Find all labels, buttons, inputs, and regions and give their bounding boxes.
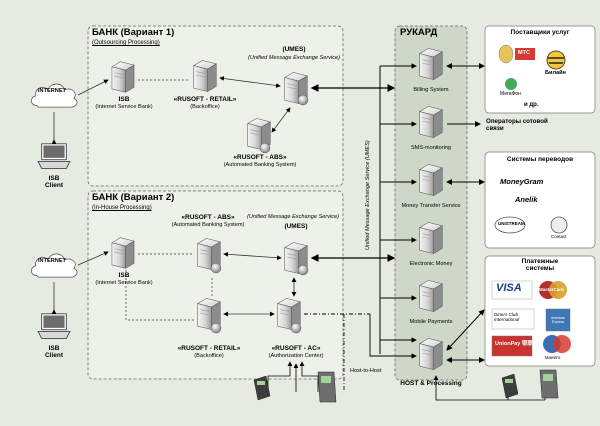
mastercard-label: MasterCard: [539, 287, 564, 292]
mobile-payments-server: [419, 280, 443, 312]
moneygram-logo: [495, 175, 583, 191]
moneygram-label: MoneyGram: [500, 177, 544, 186]
anelik-logo: [495, 193, 583, 209]
billing-server: [419, 48, 443, 80]
ac-name: «RUSOFT - AC»: [271, 345, 321, 352]
node-electronic-money: Electronic Money: [409, 261, 453, 267]
rucard-panel: [394, 25, 468, 381]
mastercard-logo: [549, 281, 567, 299]
unionpay-logo: [491, 335, 533, 357]
node-billing: Billing System: [413, 87, 449, 93]
sms-server: [419, 106, 443, 138]
abs-desc-1: (Automated Banking System): [223, 162, 297, 168]
transfers-title: Системы переводов: [506, 156, 574, 163]
pos-terminal-icon-2: [501, 373, 519, 399]
isb-client-label-2: ISB Client: [44, 345, 64, 359]
money-transfer-server: [419, 164, 443, 196]
bank1-title: БАНК (Вариант 1): [92, 27, 175, 38]
visa-label: VISA: [496, 282, 522, 294]
internet-label-2: INTERNET: [38, 258, 66, 264]
retail-name-2: «RUSOFT - RETAIL»: [177, 345, 241, 352]
mts-logo: [498, 44, 535, 64]
umes-name-1: (UMES): [282, 46, 306, 53]
pos-terminal-icon-1: [253, 375, 271, 401]
mobile-operators-label: Операторы сотовой связи: [486, 118, 548, 132]
isb-desc-1: (Internet Service Bank): [95, 104, 153, 110]
visa-logo: [491, 280, 533, 300]
bank1-panel: [87, 25, 344, 187]
abs-desc-2: (Automated Banking System): [171, 222, 245, 228]
beeline-label: Билайн: [545, 70, 566, 76]
diners-logo: [491, 308, 535, 330]
rucard-umes-vertical: Unified Message Exchange Service (UMES): [365, 140, 371, 250]
abs-name-1: «RUSOFT - ABS»: [233, 154, 287, 161]
diners-label: Diners Club International: [494, 312, 520, 322]
unistream-label: UNISTREAM: [498, 221, 525, 226]
umes-desc-2: (Unified Message Exchange Service): [246, 214, 340, 220]
isb-name-1: ISB: [118, 96, 130, 103]
unionpay-label: UnionPay 银联: [495, 341, 533, 347]
isb-server-2: [111, 237, 135, 269]
retail-name-1: «RUSOFT - RETAIL»: [173, 96, 237, 103]
mts-label: МТС: [518, 50, 530, 56]
atm-icon-2: [539, 369, 559, 399]
bank1-subtitle: (Outsourcing Processing): [92, 40, 160, 46]
isb-client-laptop-1: [37, 143, 71, 169]
node-money-transfer: Money Transfer Service: [401, 203, 461, 209]
isb-desc-2: (Internet Service Bank): [95, 280, 153, 286]
umes-name-2: (UMES): [284, 223, 308, 230]
isb-server-1: [111, 61, 135, 93]
retail-desc-2: (Backoffice): [194, 353, 224, 359]
electronic-money-server: [419, 222, 443, 254]
atm-icon-1: [317, 371, 337, 403]
contact-logo: [550, 216, 568, 234]
contact-label: Contact: [551, 234, 567, 239]
anelik-label: Anelik: [515, 195, 538, 204]
node-host-processing: HOST & Processing: [400, 380, 462, 387]
node-sms: SMS-monitoring: [410, 145, 452, 151]
amex-label: American Express: [550, 316, 566, 324]
retail-desc-1: (Backoffice): [190, 104, 220, 110]
ac-desc: (Authorization Center): [268, 353, 324, 359]
bank2-title: БАНК (Вариант 2): [92, 192, 175, 203]
node-mobile-payments: Mobile Payments: [409, 319, 453, 325]
host-to-host-label: Host-to-Host: [350, 368, 382, 374]
maestro-logo: [553, 335, 571, 353]
umes-desc-1: (Unified Message Exchange Service): [247, 55, 341, 61]
retail-server-1: [193, 60, 217, 92]
abs-name-2: «RUSOFT - ABS»: [181, 214, 235, 221]
bank2-subtitle: (In-House Processing): [92, 205, 152, 211]
providers-more: и др.: [524, 102, 539, 108]
providers-title: Поставщики услуг: [510, 29, 570, 36]
maestro-label: Maestro: [545, 355, 561, 360]
isb-client-label-1: ISB Client: [44, 175, 64, 189]
isb-name-2: ISB: [118, 272, 130, 279]
unistream-logo: [494, 216, 526, 234]
payments-title: Платежные системы: [521, 258, 559, 272]
rucard-title: РУКАРД: [400, 27, 438, 38]
isb-client-laptop-2: [37, 313, 71, 339]
megafon-label: МегаФон: [500, 91, 521, 97]
amex-logo: [545, 308, 571, 332]
host-processing-server: [419, 338, 443, 370]
beeline-logo: [546, 50, 566, 70]
providers-panel: [484, 25, 596, 114]
internet-label-1: INTERNET: [38, 88, 66, 94]
bank2-panel: [87, 190, 344, 380]
megafon-logo: [505, 78, 517, 90]
